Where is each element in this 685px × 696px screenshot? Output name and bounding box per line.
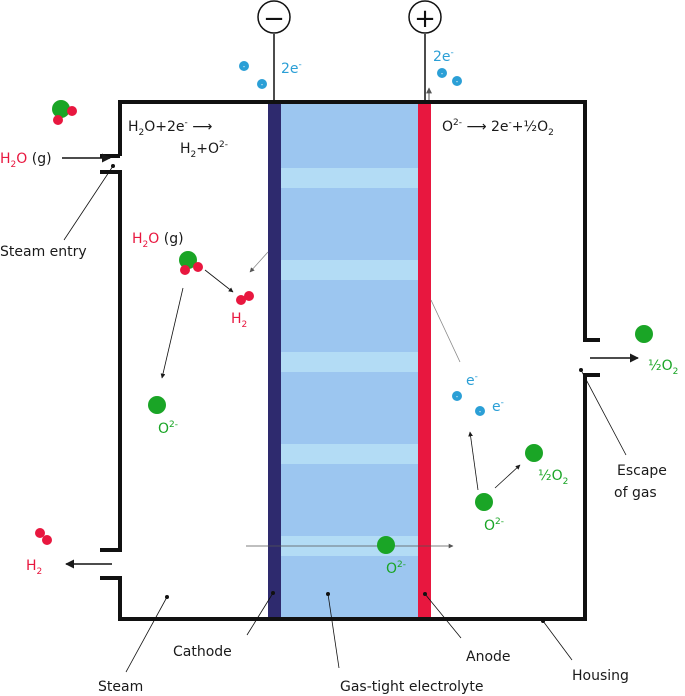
cathode-equation-line1: H2O+2e- ⟶ bbox=[128, 118, 212, 138]
cathode-equation-line2: H2+O2- bbox=[180, 140, 228, 160]
hydrogen-molecule-icon bbox=[236, 291, 254, 305]
hydrogen-formula-inside: H2 bbox=[231, 311, 247, 330]
electron-to-h2-arrow bbox=[249, 251, 269, 273]
anode-leader bbox=[424, 593, 462, 639]
oxide-ion-crossing-icon bbox=[377, 536, 395, 554]
steam-leader bbox=[125, 596, 168, 673]
electron-pair-left: - - 2e- bbox=[239, 60, 302, 89]
electron-icon bbox=[475, 406, 485, 416]
cathode-label: Cathode bbox=[173, 644, 232, 660]
oxygen-atom-icon bbox=[525, 444, 543, 462]
anode-equation: O2- ⟶ 2e-+½O2 bbox=[442, 118, 554, 138]
oxide-to-oxygen-arrow bbox=[494, 464, 521, 489]
electron-icon bbox=[437, 68, 447, 78]
svg-text:-: - bbox=[479, 408, 482, 416]
half-oxygen-label-outlet: ½O2 bbox=[648, 358, 678, 377]
positive-terminal: + bbox=[408, 0, 442, 34]
oxide-ion-label-left: O2- bbox=[158, 420, 178, 437]
anode-plate bbox=[418, 102, 431, 619]
electrolyte-band bbox=[281, 444, 418, 464]
oxide-ion-icon bbox=[148, 396, 166, 414]
water-molecule-icon bbox=[52, 100, 77, 125]
electron-label-1: e- bbox=[466, 372, 478, 389]
electron-label-2: e- bbox=[492, 398, 504, 415]
electrolyte-leader bbox=[327, 593, 340, 669]
water-to-h2-arrow bbox=[204, 269, 234, 293]
steam-label: Steam bbox=[98, 679, 143, 695]
oxygen-outlet-icon bbox=[635, 325, 653, 343]
hydrogen-formula-outlet: H2 bbox=[26, 558, 42, 577]
oxide-ion-label-middle: O2- bbox=[386, 560, 406, 577]
housing-outline bbox=[100, 100, 600, 621]
svg-text:-: - bbox=[261, 81, 264, 89]
electron-icon bbox=[452, 76, 462, 86]
water-inside-formula: H2O (g) bbox=[132, 231, 184, 250]
half-oxygen-label-inside: ½O2 bbox=[538, 468, 568, 487]
minus-symbol: − bbox=[263, 4, 285, 34]
electron-icon bbox=[257, 79, 267, 89]
oxide-ion-anode-icon bbox=[475, 493, 493, 511]
hydrogen-outlet-icon bbox=[35, 528, 52, 545]
escape-label-line1: Escape bbox=[617, 463, 667, 479]
svg-text:-: - bbox=[441, 70, 444, 78]
steam-entry-label: Steam entry bbox=[0, 244, 87, 260]
svg-text:-: - bbox=[243, 63, 246, 71]
anode-electron-leader bbox=[430, 299, 461, 363]
cathode-leader bbox=[246, 592, 274, 636]
electron-icon bbox=[452, 391, 462, 401]
electrolyte-band bbox=[281, 168, 418, 188]
electrolyte-band bbox=[281, 260, 418, 280]
svg-text:-: - bbox=[456, 393, 459, 401]
negative-terminal: − bbox=[257, 0, 291, 34]
oxide-to-electron-arrow bbox=[468, 431, 479, 491]
plus-symbol: + bbox=[414, 4, 436, 34]
water-molecule-inside-icon bbox=[179, 251, 203, 275]
cathode-plate bbox=[268, 102, 281, 619]
housing-leader bbox=[542, 620, 573, 661]
steam-inlet-formula: H2O (g) bbox=[0, 151, 52, 170]
electrolyte-label: Gas-tight electrolyte bbox=[340, 679, 483, 695]
oxide-ion-label-right: O2- bbox=[484, 517, 504, 534]
electrolyte bbox=[281, 102, 418, 619]
steam-entry-leader bbox=[63, 165, 114, 241]
electron-count-right: 2e- bbox=[433, 48, 454, 65]
escape-label-line2: of gas bbox=[614, 485, 657, 501]
svg-text:-: - bbox=[456, 78, 459, 86]
electron-count-left: 2e- bbox=[281, 60, 302, 77]
electron-pair-right: 2e- - - bbox=[426, 48, 462, 100]
housing-label: Housing bbox=[572, 668, 629, 684]
electrolyte-band bbox=[281, 352, 418, 372]
electron-icon bbox=[239, 61, 249, 71]
anode-label: Anode bbox=[466, 649, 511, 665]
water-to-oxide-arrow bbox=[160, 287, 184, 379]
escape-leader bbox=[580, 369, 627, 456]
